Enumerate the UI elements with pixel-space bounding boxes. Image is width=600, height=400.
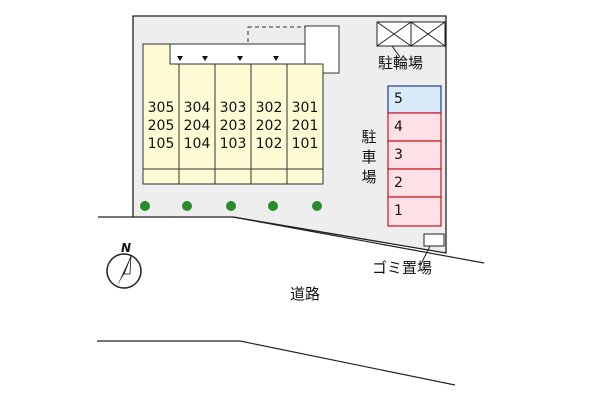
road-line-lower — [239, 340, 456, 386]
unit-number: 105 — [147, 136, 175, 152]
parking-space-3 — [387, 140, 442, 170]
unit-column: 301 201 101 — [287, 99, 323, 153]
parking-space-1 — [387, 196, 442, 227]
unit-column: 304 204 104 — [179, 99, 215, 153]
unit-column: 303 203 103 — [215, 99, 251, 153]
garbage-leader — [420, 245, 431, 265]
bicycle-parking-area — [376, 21, 446, 47]
tree-icon — [140, 201, 150, 211]
staircase — [304, 25, 340, 74]
unit-column: 305 205 105 — [143, 99, 179, 153]
unit-number: 201 — [291, 118, 319, 134]
bicycle-parking-label: 駐輪場 — [378, 54, 424, 72]
north-label: N — [121, 241, 132, 255]
tree-icon — [312, 201, 322, 211]
unit-number: 303 — [219, 100, 247, 116]
compass-icon — [106, 253, 142, 289]
parking-space-number: 3 — [394, 147, 403, 163]
unit-number: 204 — [183, 118, 211, 134]
parking-space-number: 5 — [394, 91, 403, 107]
bicycle-leader — [391, 45, 401, 58]
entrance-arrow — [237, 56, 243, 61]
unit-number: 203 — [219, 118, 247, 134]
unit-number: 305 — [147, 100, 175, 116]
parking-space-number: 2 — [394, 175, 403, 191]
parking-space-number: 1 — [394, 203, 403, 219]
parking-spaces — [387, 85, 442, 227]
unit-number: 205 — [147, 118, 175, 134]
road-line-upper — [232, 216, 485, 264]
unit-number: 301 — [291, 100, 319, 116]
entrance-arrow — [273, 56, 279, 61]
parking-space-2 — [387, 168, 442, 198]
unit-number: 103 — [219, 136, 247, 152]
garbage-box — [423, 233, 445, 247]
unit-number: 202 — [255, 118, 283, 134]
entrance-arrow — [202, 56, 208, 61]
unit-number: 304 — [183, 100, 211, 116]
apartment-building — [142, 25, 340, 185]
unit-number: 102 — [255, 136, 283, 152]
parking-space-number: 4 — [394, 119, 403, 135]
garbage-area-label: ゴミ置場 — [372, 259, 433, 277]
unit-number: 104 — [183, 136, 211, 152]
tree-icon — [268, 201, 278, 211]
tree-icon — [182, 201, 192, 211]
parking-space-4 — [387, 112, 442, 142]
entrance-arrow — [177, 56, 183, 61]
unit-number: 101 — [291, 136, 319, 152]
unit-number: 302 — [255, 100, 283, 116]
parking-label: 駐車場 — [361, 128, 377, 186]
road-label: 道路 — [290, 285, 321, 303]
tree-icon — [226, 201, 236, 211]
corridor — [169, 43, 324, 65]
unit-column: 302 202 102 — [251, 99, 287, 153]
